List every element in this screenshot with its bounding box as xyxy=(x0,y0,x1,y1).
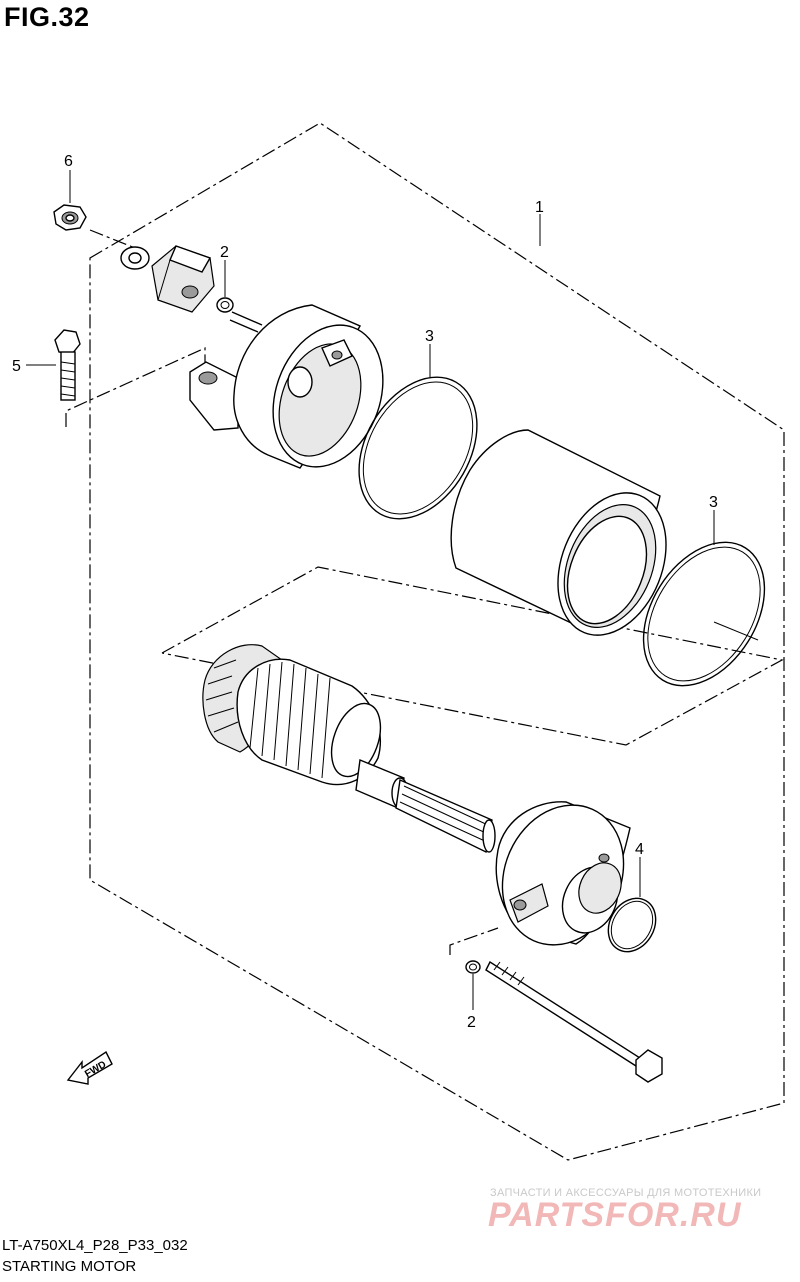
front-housing-icon xyxy=(495,801,631,946)
fwd-arrow-icon: FWD xyxy=(66,1050,113,1085)
assembly-name-label: STARTING MOTOR xyxy=(2,1258,137,1275)
o-ring-small-top-icon xyxy=(216,297,234,313)
model-code-label: LT-A750XL4_P28_P33_032 xyxy=(2,1237,188,1254)
bolt-leader-bracket xyxy=(65,347,206,427)
rear-housing-icon xyxy=(189,304,384,469)
callout-1: 1 xyxy=(535,199,544,216)
o-ring-front-icon xyxy=(607,897,657,953)
callout-4: 4 xyxy=(635,841,644,858)
o-ring-large-left-icon xyxy=(358,376,478,520)
flange-nut-icon xyxy=(53,204,87,231)
armature-group-boundary xyxy=(161,566,784,746)
callout-5: 5 xyxy=(12,358,21,375)
callout-2-top: 2 xyxy=(220,244,229,261)
fwd-label: FWD xyxy=(83,1059,108,1080)
o-ring-small-bottom-icon xyxy=(465,960,481,974)
terminal-washer-icon xyxy=(120,246,150,270)
armature-icon xyxy=(202,644,496,854)
mounting-bolt-icon xyxy=(54,329,81,401)
callout-2-bottom: 2 xyxy=(467,1014,476,1031)
callout-leaders xyxy=(26,170,759,1010)
watermark-tagline: ЗАПЧАСТИ И АКСЕССУАРЫ ДЛЯ МОТОТЕХНИКИ xyxy=(490,1187,762,1199)
long-bolt-bracket xyxy=(449,927,499,955)
terminal-cap-icon xyxy=(151,245,215,313)
callout-3-left: 3 xyxy=(425,328,434,345)
o-ring-large-right-icon xyxy=(642,541,766,687)
watermark-logo: PARTSFOR.RU xyxy=(488,1196,742,1234)
figure-title: FIG.32 xyxy=(4,2,90,32)
through-bolt-icon xyxy=(485,960,663,1083)
callout-6: 6 xyxy=(64,153,73,170)
callout-3-right: 3 xyxy=(709,494,718,511)
yoke-housing-icon xyxy=(450,429,667,636)
